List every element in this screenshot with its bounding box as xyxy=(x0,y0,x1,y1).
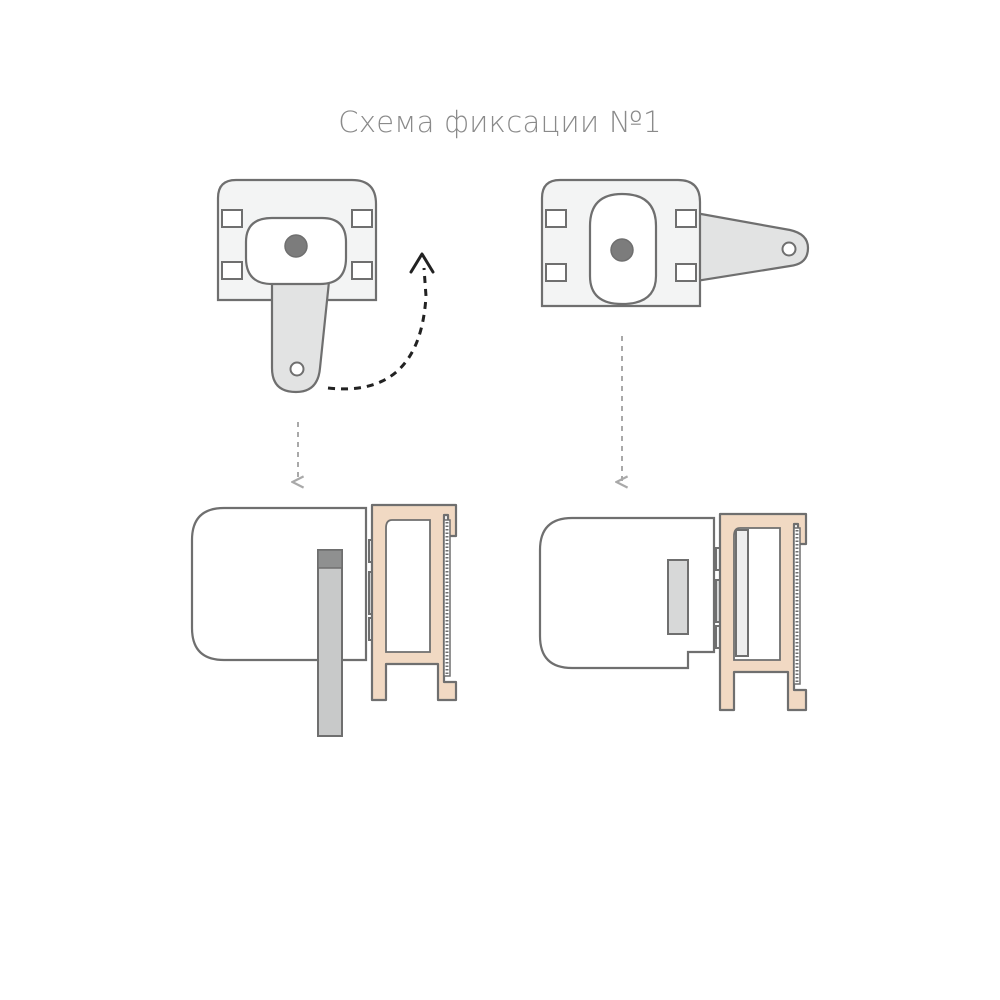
rotate-arrow-icon xyxy=(327,252,435,391)
bracket-lever xyxy=(688,210,810,284)
profile-assembly-left xyxy=(190,503,458,737)
bracket-lever xyxy=(317,549,343,737)
profile-assembly-right xyxy=(538,512,808,712)
diagram-title: Схема фиксации №1 xyxy=(338,105,662,139)
bracket-lever-side-icon xyxy=(540,178,810,308)
bracket-lever xyxy=(270,270,332,394)
bracket-pin xyxy=(610,238,634,262)
bracket-lever xyxy=(667,559,689,635)
lever-hole xyxy=(289,361,305,377)
bracket-lever-down-icon xyxy=(216,178,378,394)
seal-strip xyxy=(793,527,801,685)
lever-hole xyxy=(781,241,797,257)
seal-strip xyxy=(443,519,451,677)
bracket-pin xyxy=(284,234,308,258)
